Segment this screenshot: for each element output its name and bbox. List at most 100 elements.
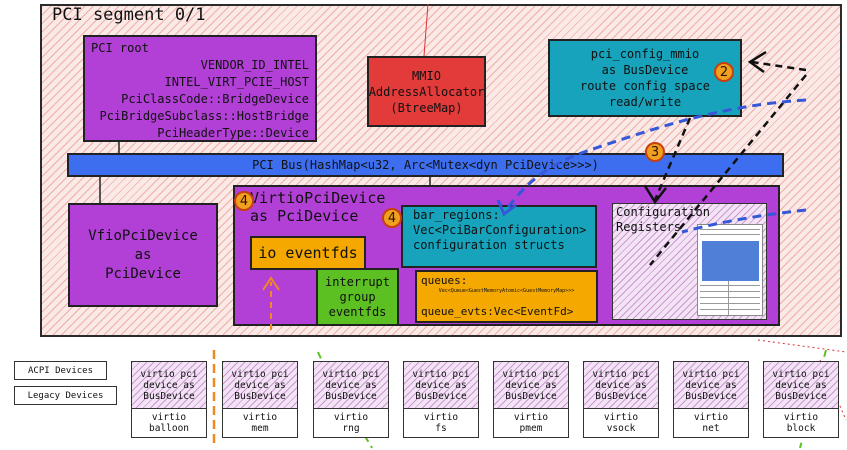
bus-device-top-line: device as [234,379,286,391]
pci-config-mmio-route: route config space [579,79,711,93]
bar-regions-title: bar_regions: [413,208,500,222]
step-2-arrowhead [747,50,767,74]
blue-dashed-arrow-to-bar [503,98,807,213]
pci-config-mmio-as-busdevice: as BusDevice [601,63,689,77]
configuration-label: Configuration [616,205,710,219]
bus-device-top-line: BusDevice [505,390,557,402]
mmio-red-line [423,3,429,57]
step-4-marker-bar: 4 [382,208,402,228]
queues-type: Vec<Queue<GuestMemoryAtomic<GuestMemoryM… [438,288,575,294]
bus-device-top-line: device as [685,379,737,391]
registers-label: Registers [616,220,682,234]
bus-device-top-line: device as [775,379,827,391]
bus-device-top-line: BusDevice [775,390,827,402]
bus-device-top-line: virtio pci [682,368,740,380]
bus-device-top-line: device as [325,379,377,391]
bus-device-top-line: device as [415,379,467,391]
vfio-title: VfioPciDevice [88,227,198,244]
legend-acpi-devices: ACPI Devices [14,361,107,380]
legend-acpi-label: ACPI Devices [27,365,94,376]
pci-bus-label: PCI Bus(HashMap<u32, Arc<Mutex<dyn PciDe… [252,158,599,172]
bus-device-top-line: BusDevice [234,390,286,402]
pci-root-header-type: PciHeaderType::Device [157,126,309,140]
virtio-pci-device-title: VirtioPciDevice as PciDevice [250,189,385,225]
step-3-arrow [653,117,692,201]
pci-root-box: PCI root VENDOR_ID_INTEL INTEL_VIRT_PCIE… [83,35,317,142]
bus-device-top-line: BusDevice [685,390,737,402]
bus-device-top-line: virtio pci [502,368,560,380]
pci-root-device-id: INTEL_VIRT_PCIE_HOST [164,75,310,89]
virtio-pci-device-name: VirtioPciDevice [250,189,386,207]
pci-config-mmio-title: pci_config_mmio [590,47,700,61]
mmio-allocator-label: AddressAllocator [368,84,485,99]
vfio-pci-device-box: VfioPciDevice as PciDevice [68,203,218,307]
queues-title: queues: [421,274,468,287]
mmio-address-allocator-box: MMIO AddressAllocator (BtreeMap) [367,56,486,127]
bus-device-top-line: device as [505,379,557,391]
configuration-registers-label: Configuration Registers [616,205,710,235]
vfio-pcidevice: PciDevice [105,265,181,282]
bus-device-top-line: BusDevice [415,390,467,402]
step-2-arrow [751,60,807,72]
step-3-marker: 3 [645,142,665,162]
interrupt-label: interrupt [324,274,391,289]
pci-bus-bar: PCI Bus(HashMap<u32, Arc<Mutex<dyn PciDe… [67,153,784,177]
bus-device-top-line: BusDevice [143,390,195,402]
bus-device-top-line: BusDevice [325,390,377,402]
bus-device-top-line: virtio pci [412,368,470,380]
pci-segment-title: PCI segment 0/1 [52,5,206,25]
virtio-pci-device-as: as PciDevice [250,207,359,225]
bus-device-top-line: device as [143,379,195,391]
pci-config-mmio-box: pci_config_mmio as BusDevice route confi… [548,39,742,117]
pci-root-vendor-id: VENDOR_ID_INTEL [200,58,309,72]
long-black-dashed-line [649,74,807,266]
step-3-arrowhead [643,185,667,205]
step-2-marker: 2 [714,62,734,82]
orange-arrowhead [262,276,280,291]
vfio-as: as [134,246,152,263]
blue-dashed-arrow-to-config [681,208,807,234]
io-eventfds-box: io eventfds [250,236,366,270]
bar-regions-box: bar_regions: Vec<PciBarConfiguration> co… [401,205,597,268]
bus-device-top-line: BusDevice [595,390,647,402]
mmio-label: MMIO [412,68,441,83]
pci-config-mmio-readwrite: read/write [608,95,682,109]
bus-device-top-line: device as [595,379,647,391]
pci-root-class-code: PciClassCode::BridgeDevice [121,92,309,106]
bus-device-top-line: virtio pci [140,368,198,380]
legend-legacy-label: Legacy Devices [27,390,104,401]
interrupt-group-box: interrupt group eventfds [316,268,399,326]
blue-arrowhead [496,199,517,217]
bar-regions-desc: configuration structs [413,238,565,252]
pci-root-title: PCI root [91,41,149,55]
eventfds-label: eventfds [328,304,387,319]
red-dotted-line-1 [757,339,847,353]
bus-device-top-line: virtio pci [231,368,289,380]
queue-evts: queue_evts:Vec<EventFd> [421,305,574,318]
bus-device-top-line: virtio pci [592,368,650,380]
step-4-marker-io: 4 [234,191,254,211]
io-eventfds-label: io eventfds [258,244,358,262]
group-label: group [339,289,376,304]
bus-device-top-line: virtio pci [772,368,830,380]
mmio-btreemap-label: (BtreeMap) [390,100,463,115]
bus-device-top-line: virtio pci [322,368,380,380]
queues-box: queues: Vec<Queue<GuestMemoryAtomic<Gues… [415,270,598,323]
